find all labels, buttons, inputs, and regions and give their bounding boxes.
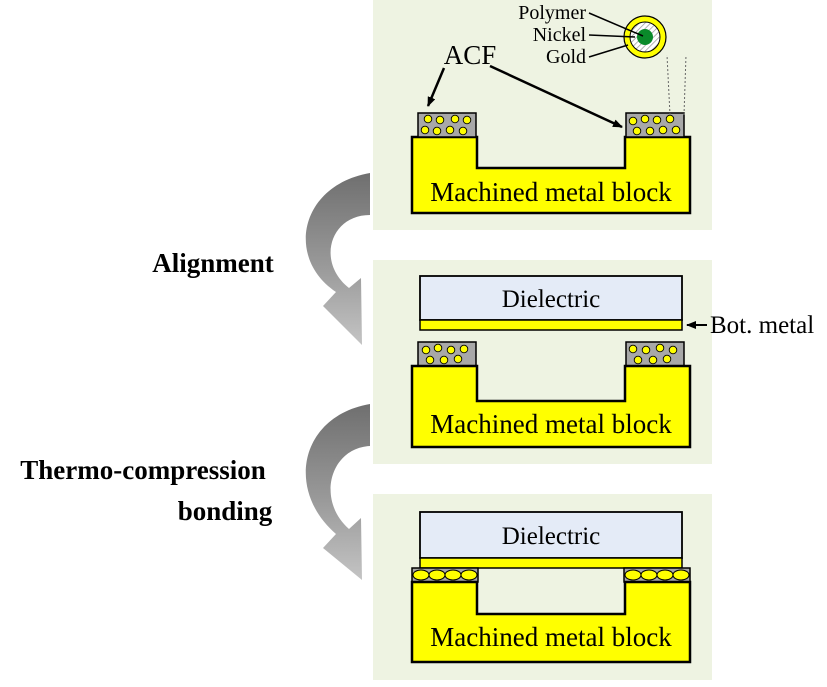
gold-label: Gold	[546, 46, 586, 68]
dielectric-layer	[419, 511, 683, 559]
bonding-label-line2: bonding	[178, 496, 273, 526]
metal-block	[410, 135, 692, 215]
acf-film-right	[625, 341, 685, 367]
compressed-acf-right	[623, 567, 691, 583]
acf-film-left	[417, 112, 477, 138]
block-label: Machined metal block	[430, 622, 672, 652]
panel-initial: Machined metal block ACF	[373, 0, 712, 230]
acf-arrow-right	[489, 64, 623, 129]
bot-metal-label: Bot. metal	[710, 312, 814, 339]
acf-film-left	[417, 341, 477, 367]
alignment-label: Alignment	[152, 248, 274, 278]
acf-arrow-left	[426, 67, 446, 107]
acf-label: ACF	[444, 40, 497, 70]
polymer-label: Polymer	[518, 2, 586, 24]
acf-film-right	[625, 112, 685, 138]
polymer-core	[637, 29, 653, 45]
bottom-metal-layer	[419, 319, 683, 331]
block-label: Machined metal block	[430, 409, 672, 439]
polymer-leader	[588, 12, 644, 37]
metal-block	[410, 364, 692, 449]
dielectric-label: Dielectric	[502, 523, 601, 550]
metal-block	[410, 580, 692, 664]
panel-bonded: Dielectric Machined metal block	[373, 494, 712, 680]
bottom-metal-layer	[419, 557, 683, 569]
gold-leader	[588, 44, 629, 58]
block-label: Machined metal block	[430, 177, 672, 207]
panel-alignment: Dielectric Bot. metal Machined metal blo…	[373, 260, 814, 464]
process-arrow-alignment	[305, 173, 370, 345]
nickel-label: Nickel	[533, 24, 587, 46]
compressed-acf-left	[411, 567, 479, 583]
nickel-leader	[588, 34, 636, 38]
process-arrow-bonding	[305, 404, 370, 580]
dielectric-label: Dielectric	[502, 286, 601, 313]
bonding-label-line1: Thermo-compression	[20, 455, 265, 485]
